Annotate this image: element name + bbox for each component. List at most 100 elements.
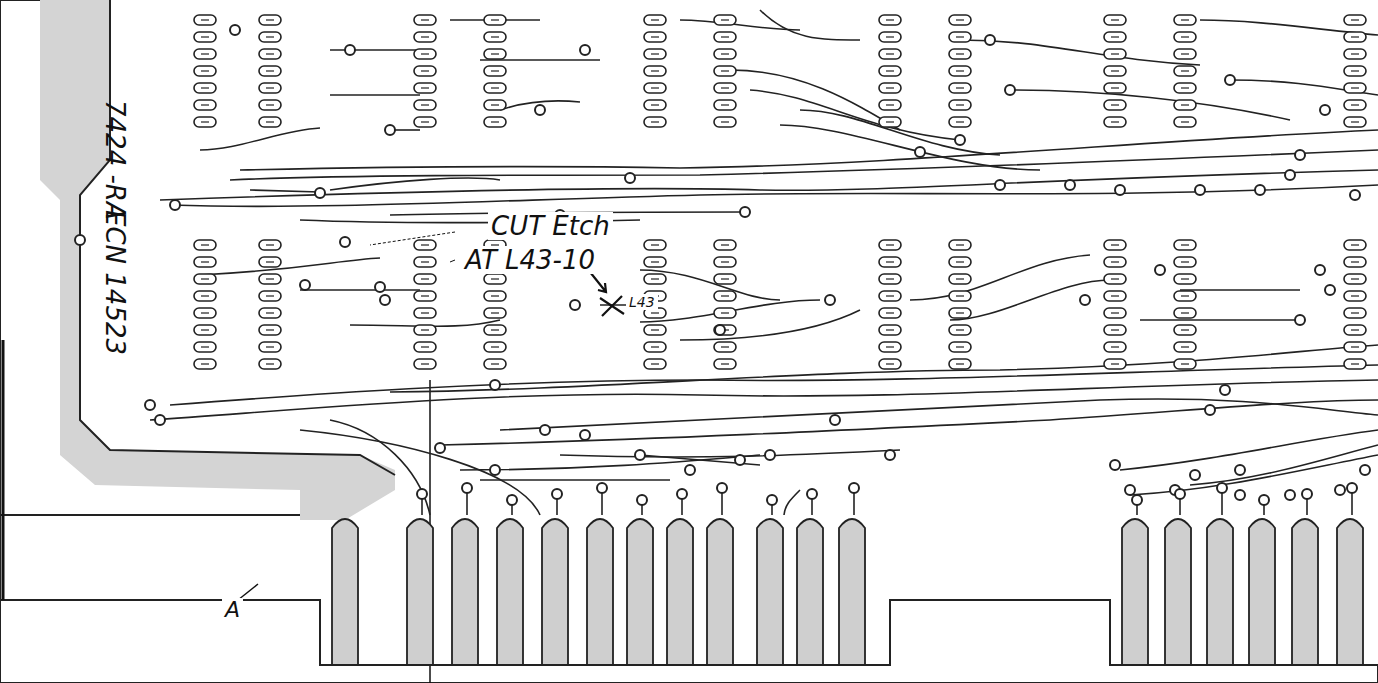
pad-hole [1111,70,1119,71]
pad-hole [651,312,659,313]
pad-hole [421,36,429,37]
pad [644,359,666,369]
edge-finger [542,519,568,665]
pad [1104,32,1126,42]
via [767,495,777,505]
pad-hole [421,295,429,296]
pad-hole [491,104,499,105]
pad-hole [266,104,274,105]
pad-hole [1111,346,1119,347]
via [1217,483,1227,493]
pad [1344,257,1366,267]
pad-hole [201,53,209,54]
pad [194,308,216,318]
pad-hole [201,278,209,279]
pad-hole [201,312,209,313]
via [230,25,240,35]
pad-hole [1111,244,1119,245]
pad [879,32,901,42]
pad-hole [721,363,729,364]
pad [1344,359,1366,369]
pad-hole [956,363,964,364]
pad-hole [491,53,499,54]
pad-hole [956,121,964,122]
pad-hole [721,295,729,296]
pad-hole [266,261,274,262]
pad-hole [491,87,499,88]
via [462,483,472,493]
pad [714,83,736,93]
pad-hole [266,70,274,71]
chip-reference: L43 [626,294,658,310]
via [580,45,590,55]
pad [484,291,506,301]
via [1320,105,1330,115]
pad [484,66,506,76]
pad-hole [1351,104,1359,105]
pad-hole [721,53,729,54]
via [315,188,325,198]
pad-hole [421,312,429,313]
pad [644,100,666,110]
pad-hole [421,244,429,245]
pad-hole [1351,363,1359,364]
pad-hole [886,104,894,105]
pad [1174,274,1196,284]
via [1115,185,1125,195]
pad [1104,325,1126,335]
pad-hole [1351,87,1359,88]
edge-finger [407,519,433,665]
pad-hole [1181,19,1189,20]
via [1190,470,1200,480]
pad-hole [421,261,429,262]
pad [1104,240,1126,250]
pad-hole [721,19,729,20]
pad [1344,117,1366,127]
pad-hole [1111,87,1119,88]
pad [949,291,971,301]
via [1259,495,1269,505]
pad [259,342,281,352]
pad [949,32,971,42]
pad-hole [201,121,209,122]
pad [1104,342,1126,352]
pad-hole [721,244,729,245]
pad [484,359,506,369]
pad [1174,15,1196,25]
pad-hole [421,104,429,105]
pad [414,32,436,42]
pad [194,15,216,25]
pad-hole [721,104,729,105]
pad-hole [956,346,964,347]
pad [949,100,971,110]
pad-hole [266,36,274,37]
etch-traces [150,10,1378,515]
via [830,415,840,425]
edge-finger [627,519,653,665]
pad [949,325,971,335]
pad [1344,240,1366,250]
via [535,105,545,115]
pad [259,100,281,110]
pad [414,291,436,301]
edge-finger [1249,519,1275,665]
pad [259,325,281,335]
via [490,380,500,390]
pad-hole [491,121,499,122]
via [385,125,395,135]
via [807,489,817,499]
pad-hole [1111,121,1119,122]
pad [484,83,506,93]
via [955,135,965,145]
pad [714,359,736,369]
ic-pads [194,15,1366,369]
pad-hole [201,87,209,88]
via [1110,460,1120,470]
pad [644,15,666,25]
etch-trace [811,499,813,515]
pad-hole [651,363,659,364]
pad [259,308,281,318]
etch-trace [1306,499,1308,515]
pad-hole [1181,70,1189,71]
pad [714,32,736,42]
